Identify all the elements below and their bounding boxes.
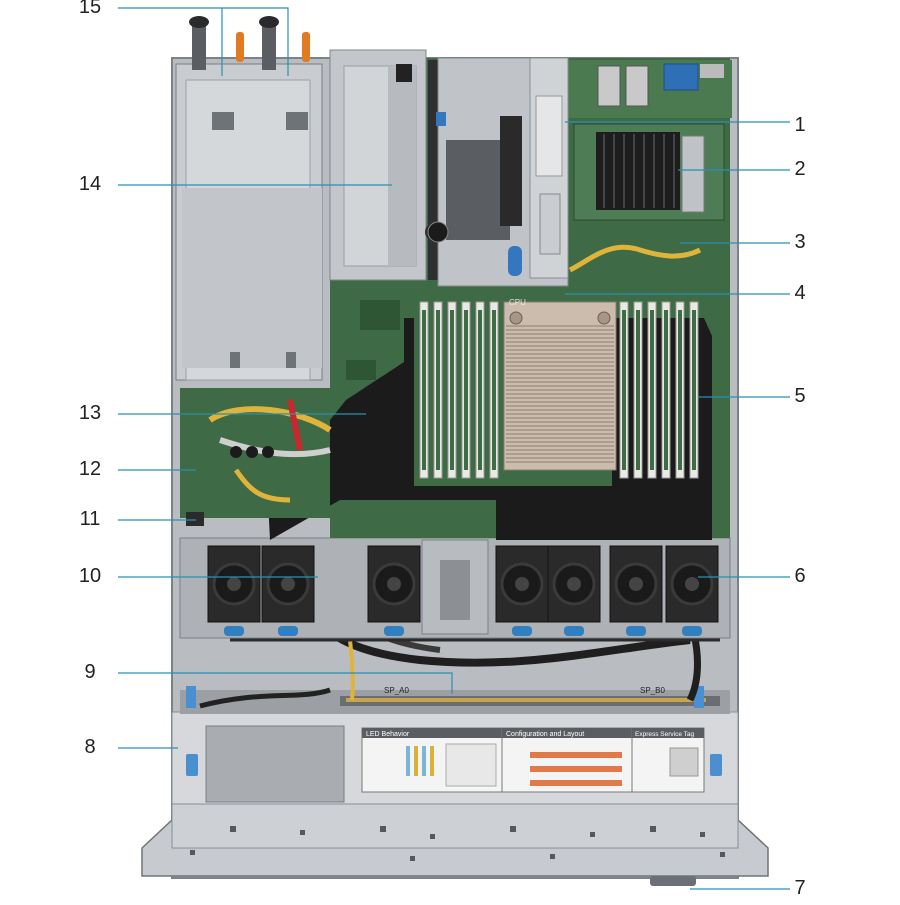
dimm-module	[619, 301, 629, 479]
label-cpu: CPU	[509, 298, 526, 307]
processor-heat-sink: CPU	[503, 298, 617, 471]
sticker-led-behavior-title: LED Behavior	[366, 731, 410, 738]
information-tag	[650, 876, 696, 886]
dimm-module	[489, 301, 499, 479]
sticker-config-layout-title: Configuration and Layout	[506, 731, 584, 738]
fan-module	[261, 545, 315, 636]
callout-line-15-branch	[222, 7, 289, 76]
rear-io-ports	[566, 60, 732, 118]
callout-4: 4	[794, 282, 806, 304]
callout-12: 12	[78, 458, 102, 480]
intrusion-switch	[186, 512, 204, 526]
label-sp-a0: SP_A0	[384, 686, 409, 695]
cpu-power-cable	[568, 244, 702, 273]
dimm-module	[689, 301, 699, 479]
fan-module	[547, 545, 601, 636]
cooling-fans	[179, 537, 731, 639]
callout-14: 14	[78, 173, 102, 195]
dimm-module	[661, 301, 671, 479]
riser-cage-right	[436, 57, 569, 287]
callout-line-9	[118, 672, 453, 694]
riser-cage-left	[329, 49, 443, 281]
fan-module	[665, 545, 719, 636]
drive-backplane: SP_A0 SP_B0	[180, 686, 730, 714]
dimm-module	[433, 301, 443, 479]
label-sp-b0: SP_B0	[640, 686, 665, 695]
callout-9: 9	[84, 661, 96, 683]
callout-7: 7	[794, 877, 806, 899]
system-stickers: LED Behavior Configuration and Layout Ex…	[361, 727, 705, 793]
fan-module	[367, 545, 421, 636]
dimm-module	[647, 301, 657, 479]
callout-8: 8	[84, 736, 96, 758]
fan-module	[495, 545, 549, 636]
air-shroud	[268, 318, 712, 540]
callout-10: 10	[78, 565, 102, 587]
fan-module	[207, 545, 261, 636]
callout-11: 11	[79, 508, 101, 530]
dimm-module	[447, 301, 457, 479]
dimm-slots	[419, 301, 699, 479]
front-panel	[141, 799, 769, 886]
callout-2: 2	[794, 158, 806, 180]
psu-handles	[189, 16, 310, 70]
callout-5: 5	[794, 385, 806, 407]
sticker-service-tag-title: Express Service Tag	[635, 731, 695, 738]
dimm-module	[475, 301, 485, 479]
dimm-module	[633, 301, 643, 479]
power-distribution-board	[180, 388, 332, 518]
power-supply-units	[175, 16, 323, 381]
dimm-module	[461, 301, 471, 479]
callout-6: 6	[794, 565, 806, 587]
callout-lines	[118, 7, 790, 890]
callout-13: 13	[78, 402, 102, 424]
callout-15: 15	[78, 0, 102, 18]
coin-cell-battery	[427, 221, 449, 243]
fan-module	[609, 545, 663, 636]
network-daughter-card	[573, 123, 725, 221]
dimm-module	[675, 301, 685, 479]
callout-3: 3	[794, 231, 806, 253]
dimm-module	[419, 301, 429, 479]
callout-1: 1	[794, 114, 806, 136]
